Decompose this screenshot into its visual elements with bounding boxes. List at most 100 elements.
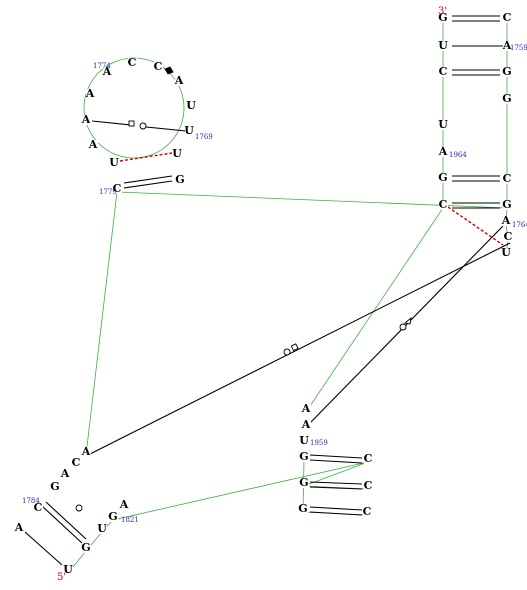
- nucleotide-c: C: [364, 479, 373, 492]
- nucleotide-halo: [109, 512, 118, 522]
- nucleotide-a: A: [88, 138, 98, 151]
- position-number: 1964: [449, 151, 467, 159]
- five-prime-end-label: 5': [57, 572, 66, 583]
- nucleotide-halo: [61, 469, 70, 479]
- circle-symbol-long2: [399, 323, 407, 331]
- position-number: 1779: [99, 188, 117, 196]
- nucleotide-a: A: [301, 402, 311, 415]
- nucleotide-halo: [439, 67, 448, 77]
- noncanonical-pairs: [119, 152, 504, 246]
- nucleotide-halo: [120, 500, 129, 510]
- nucleotide-halo: [299, 504, 308, 514]
- pair-c-g-loop-b: [123, 180, 173, 189]
- nucleotide-halo: [82, 543, 91, 553]
- circle-symbol: [139, 122, 147, 130]
- nucleotide-g: G: [81, 541, 90, 554]
- nucleotide-g: G: [438, 11, 447, 24]
- backbone-segment: [112, 461, 369, 521]
- pair-a-u-5p: [24, 531, 63, 566]
- nucleotide-halo: [364, 481, 373, 491]
- nucleotide-c: C: [34, 501, 43, 514]
- nucleotide-halo: [187, 101, 196, 111]
- nucleotide-u: U: [299, 434, 309, 447]
- pair-g-c-low-1a: [309, 454, 363, 459]
- nucleotide-halo: [110, 158, 119, 168]
- nucleotide-halo: [439, 173, 448, 183]
- nucleotide-halo: [503, 200, 512, 210]
- nucleotide-halo: [503, 174, 512, 184]
- nucleotide-a: A: [85, 87, 95, 100]
- square-symbol-long1: [290, 343, 299, 352]
- position-number: 1774: [93, 62, 111, 70]
- nucleotide-halo: [364, 454, 373, 464]
- nucleotide-g: G: [299, 476, 308, 489]
- nucleotide-halo: [363, 507, 372, 517]
- long-range-a-u-1: [87, 242, 511, 456]
- nucleotide-halo: [89, 140, 98, 150]
- nucleotide-a: A: [102, 65, 112, 78]
- nucleotide-a: A: [14, 521, 24, 534]
- nucleotide-a: A: [81, 113, 91, 126]
- nucleotide-u: U: [109, 156, 119, 169]
- nucleotide-c: C: [503, 172, 512, 185]
- nucleotide-halo: [64, 565, 73, 575]
- strand-ends: 5'3': [57, 6, 447, 583]
- nucleotide-a: A: [301, 418, 311, 431]
- nucleotide-c: C: [154, 60, 163, 73]
- nucleotide-halo: [176, 175, 185, 185]
- nucleotide-halo: [300, 452, 309, 462]
- nucleotide-c: C: [72, 456, 81, 469]
- nucleotide-halo: [173, 149, 182, 159]
- nucleotide-u: U: [172, 147, 182, 160]
- nucleotide-u: U: [184, 124, 194, 137]
- pair-a-u-loop-right: [145, 126, 187, 132]
- pair-g-c-low-3b: [309, 511, 363, 516]
- nucleotide-g: G: [298, 502, 307, 515]
- nucleotide-u: U: [97, 522, 107, 535]
- nucleotide-halo: [503, 13, 512, 23]
- position-number: 1769: [195, 133, 213, 141]
- backbone-segment: [116, 191, 508, 209]
- pair-c-g-loop-a: [123, 175, 173, 184]
- nucleotide-halo: [503, 67, 512, 77]
- pair-g-c-low-3a: [309, 506, 363, 511]
- pair-c-g-low-2b: [309, 486, 363, 490]
- pair-a-u-loop-left: [91, 120, 132, 126]
- pair-c-a-5p-a: [41, 505, 83, 544]
- nucleotide-c: C: [439, 198, 448, 211]
- nucleotide-g: G: [438, 171, 447, 184]
- circle-symbol-5p: [75, 504, 83, 512]
- nucleotide-u: U: [438, 118, 448, 131]
- nucleotide-c: C: [113, 182, 122, 195]
- nucleotide-halo: [300, 436, 309, 446]
- nucleotide-halo: [502, 248, 511, 258]
- nucleotide-g: G: [175, 173, 184, 186]
- nucleotide-c: C: [363, 505, 372, 518]
- nucleotide-halo: [300, 478, 309, 488]
- nucleotide-c: C: [503, 11, 512, 24]
- nucleotide-g: G: [502, 65, 511, 78]
- nucleotide-halo: [103, 67, 112, 77]
- nucleotide-halo: [34, 503, 43, 513]
- nucleotide-halo: [82, 115, 91, 125]
- nucleotide-halo: [504, 232, 513, 242]
- nucleotide-a: A: [81, 445, 91, 458]
- position-number: 1764: [512, 221, 527, 229]
- pair-annotation-symbols: [75, 66, 412, 512]
- long-range-a-a-2: [309, 225, 504, 424]
- nucleotide-halo: [72, 458, 81, 468]
- nucleotide-halo: [185, 126, 194, 136]
- triangle-symbol-long2: [403, 316, 412, 325]
- nucleotide-a: A: [174, 74, 184, 87]
- nucleotide-halo: [154, 62, 163, 72]
- circle-symbol-long1: [283, 348, 291, 356]
- nucleotide-halo: [439, 13, 448, 23]
- nucleotide-u: U: [438, 39, 448, 52]
- nucleotide-halo: [439, 41, 448, 51]
- backbone-segment: [305, 207, 444, 413]
- square-symbol: [128, 120, 135, 127]
- nucleotide-halo: [86, 89, 95, 99]
- pair-g-c-low-1b: [309, 459, 363, 464]
- backbone-segment: [85, 191, 118, 456]
